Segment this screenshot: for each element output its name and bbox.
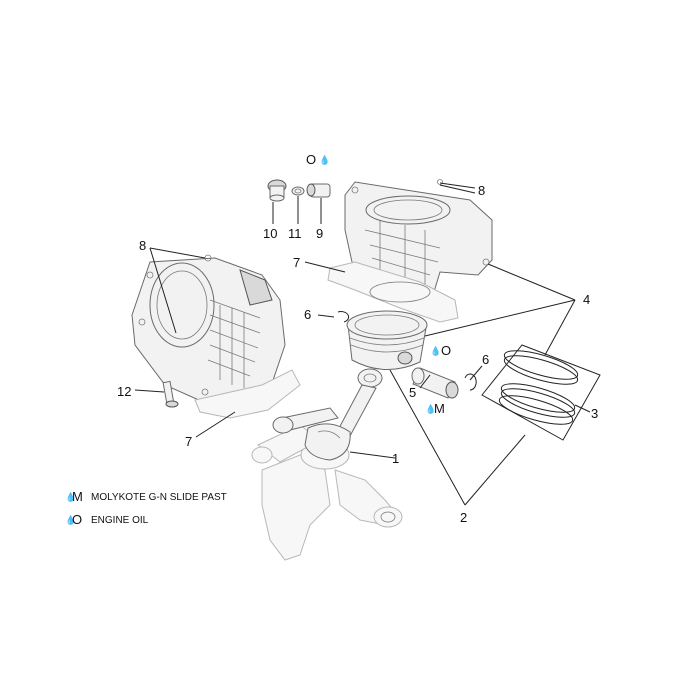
- moly-drop-icon: 💧: [425, 403, 436, 415]
- callout-5: 5: [409, 385, 416, 400]
- callout-numbers: 1 2 3 4 5 6 6 7 7 8 8 9 10 11 12: [117, 183, 598, 525]
- legend-oil-symbol: O: [72, 512, 82, 527]
- legend-oil-text: ENGINE OIL: [91, 515, 149, 526]
- oil-mark-piston: O: [441, 343, 451, 358]
- left-cylinder: [131, 254, 301, 419]
- callout-4: 4: [583, 292, 590, 307]
- callout-8-left: 8: [139, 238, 146, 253]
- callout-1: 1: [392, 451, 399, 466]
- callout-11: 11: [288, 226, 302, 241]
- callout-8-right: 8: [478, 183, 485, 198]
- piston-pin: [411, 367, 459, 399]
- circlips: [337, 311, 477, 391]
- oil-drop-icon: 💧: [65, 514, 76, 526]
- piston: [346, 310, 428, 371]
- legend: 💧 M MOLYKOTE G-N SLIDE PAST 💧 O ENGINE O…: [65, 489, 227, 527]
- oil-drop-icon: 💧: [319, 154, 330, 166]
- oil-drop-icon: 💧: [430, 345, 441, 357]
- callout-12: 12: [117, 384, 131, 399]
- callout-6-left: 6: [304, 307, 311, 322]
- callout-10: 10: [263, 226, 277, 241]
- legend-moly-text: MOLYKOTE G-N SLIDE PAST: [91, 492, 227, 503]
- right-cylinder: [327, 179, 493, 323]
- connecting-rods: [272, 368, 383, 461]
- oil-mark-top: O: [306, 152, 316, 167]
- plug-parts: [267, 179, 331, 202]
- crankshaft: [251, 424, 403, 561]
- piston-rings-set: [481, 344, 601, 441]
- moly-drop-icon: 💧: [65, 491, 76, 503]
- callout-3: 3: [591, 406, 598, 421]
- callout-7-left: 7: [185, 434, 192, 449]
- leader-lines: [134, 182, 591, 506]
- legend-moly-symbol: M: [72, 489, 83, 504]
- bolt: [162, 380, 179, 408]
- callout-7-right: 7: [293, 255, 300, 270]
- moly-mark-pin: M: [434, 401, 445, 416]
- callout-6-right: 6: [482, 352, 489, 367]
- callout-2: 2: [460, 510, 467, 525]
- lube-markers: 💧 O 💧 O 💧 M: [306, 152, 451, 416]
- callout-9: 9: [316, 226, 323, 241]
